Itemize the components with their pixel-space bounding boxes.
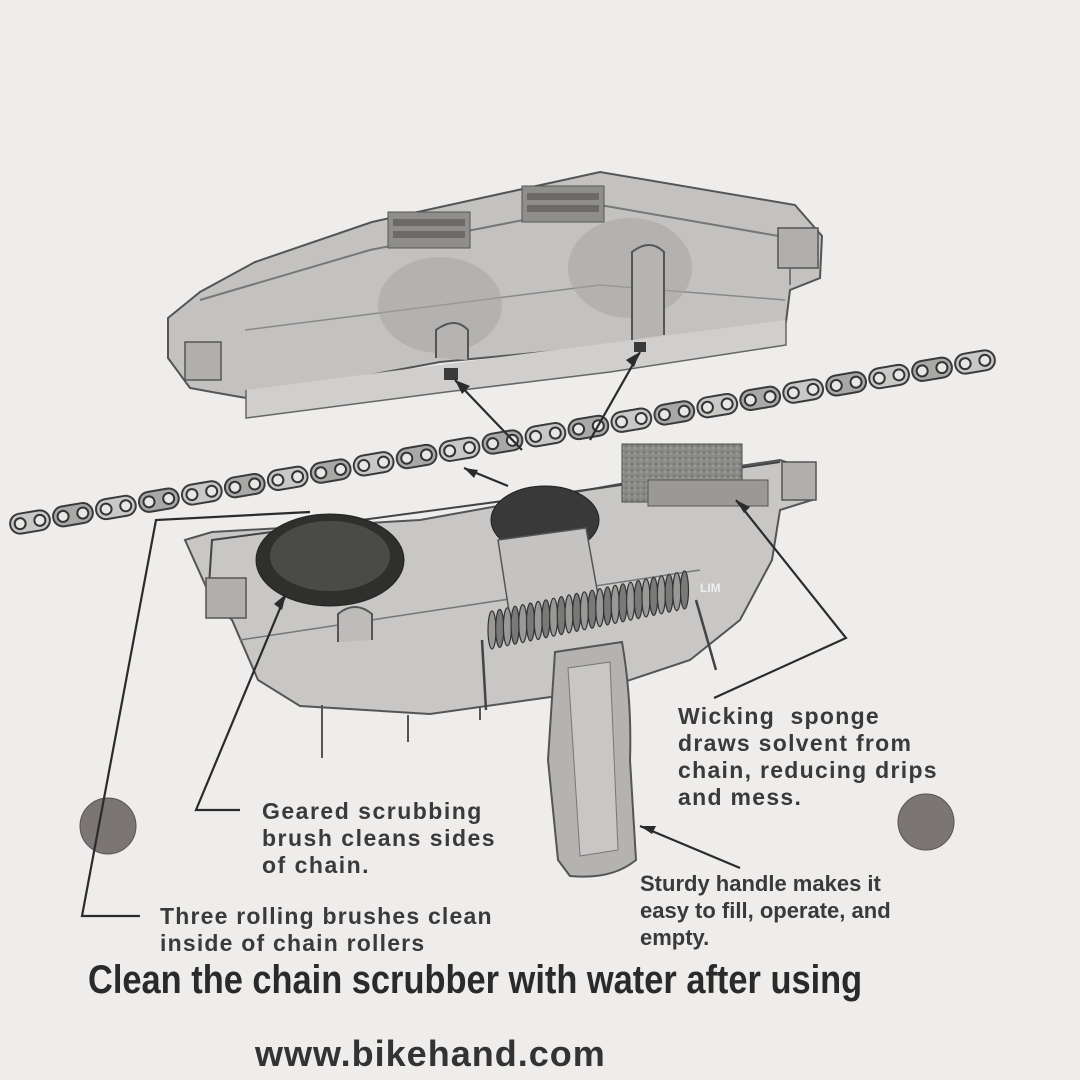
scrubber-lid: [167, 170, 824, 419]
chain-link: [481, 429, 524, 455]
callout-sturdy-handle: Sturdy handle makes it easy to fill, ope…: [640, 870, 891, 951]
chain-link: [825, 371, 867, 397]
callout-handle-line: easy to fill, operate, and: [640, 898, 891, 923]
mounting-hole-left: [79, 797, 137, 855]
spring-coil: [525, 602, 536, 642]
spring-coil: [595, 587, 605, 628]
callout-geared-brush: Geared scrubbing brush cleans sides of c…: [262, 798, 496, 879]
spring-coil: [602, 586, 613, 626]
chain-link: [223, 472, 266, 499]
spring-coil: [572, 592, 582, 633]
chain-link: [138, 487, 180, 513]
spring-coil: [633, 579, 643, 620]
spring-coil: [518, 603, 528, 644]
chain-link: [782, 378, 825, 404]
device-logo: LIM: [700, 581, 721, 595]
spring-coil: [533, 600, 543, 641]
chain-link: [868, 363, 910, 390]
spring-coil: [656, 575, 667, 615]
callout-rolling-line: inside of chain rollers: [160, 930, 426, 956]
spring-coil: [610, 584, 620, 625]
spring-coil: [587, 589, 597, 629]
leader-rolling: [80, 510, 311, 918]
chain-link: [180, 480, 223, 506]
chain-link: [352, 451, 395, 477]
spring: [487, 570, 690, 650]
chain-link: [610, 407, 653, 433]
callout-geared-line: Geared scrubbing: [262, 798, 483, 824]
callout-geared-line: of chain.: [262, 852, 371, 878]
chain-link: [9, 509, 51, 535]
spring-coil: [510, 605, 520, 645]
callout-wicking-line: chain, reducing drips: [678, 757, 938, 783]
callout-handle-line: empty.: [640, 925, 710, 950]
chain-link: [524, 422, 567, 448]
spring-coil: [556, 595, 566, 636]
spring-coil: [487, 610, 497, 650]
spring-coil: [679, 570, 690, 610]
spring-coil: [625, 581, 636, 621]
bicycle-chain: [9, 349, 996, 535]
spring-coil: [564, 594, 574, 634]
website-url: www.bikehand.com: [255, 1033, 606, 1074]
spring-coil: [641, 578, 651, 618]
scrubber-body: LIM: [183, 443, 817, 758]
spring-coil: [502, 607, 512, 647]
spring-coil: [495, 608, 505, 649]
spring-coil: [618, 583, 628, 623]
callout-handle-line: Sturdy handle makes it: [640, 871, 881, 896]
chain-link: [309, 458, 352, 484]
chain-link: [395, 443, 438, 470]
callout-wicking-sponge: Wicking sponge draws solvent from chain,…: [678, 703, 938, 811]
chain-link: [911, 356, 953, 382]
leader-geared: [194, 593, 288, 812]
arrowheads: [274, 352, 750, 834]
spring-coil: [649, 576, 659, 617]
leader-handle: [639, 824, 741, 870]
mounting-hole-right: [897, 793, 955, 851]
spring-coil: [548, 597, 559, 637]
callout-wicking-line: and mess.: [678, 784, 803, 810]
chain-link: [696, 392, 739, 419]
chain-link: [954, 349, 996, 375]
chain-link: [653, 400, 696, 426]
spring-coil: [541, 599, 551, 639]
leader-lines: [80, 351, 848, 918]
spring-coil: [579, 591, 590, 631]
leader-arrow-2: [589, 351, 641, 441]
callout-rolling-brushes: Three rolling brushes clean inside of ch…: [160, 903, 493, 957]
cleaning-instruction: Clean the chain scrubber with water afte…: [88, 958, 863, 1002]
chain-link: [266, 465, 309, 492]
spring-coil: [672, 571, 682, 612]
callout-geared-line: brush cleans sides: [262, 825, 497, 851]
leader-arrow-1: [454, 379, 523, 451]
callout-wicking-line: draws solvent from: [678, 730, 913, 756]
callout-wicking-line: Wicking sponge: [678, 703, 881, 729]
chain-link: [739, 385, 782, 412]
spring-coil: [664, 573, 674, 613]
handle: [480, 527, 718, 878]
chain-link: [438, 436, 481, 462]
leader-wicking: [713, 499, 848, 700]
chain-link: [95, 494, 137, 521]
chain-link: [52, 502, 94, 528]
callout-rolling-line: Three rolling brushes clean: [160, 903, 493, 929]
